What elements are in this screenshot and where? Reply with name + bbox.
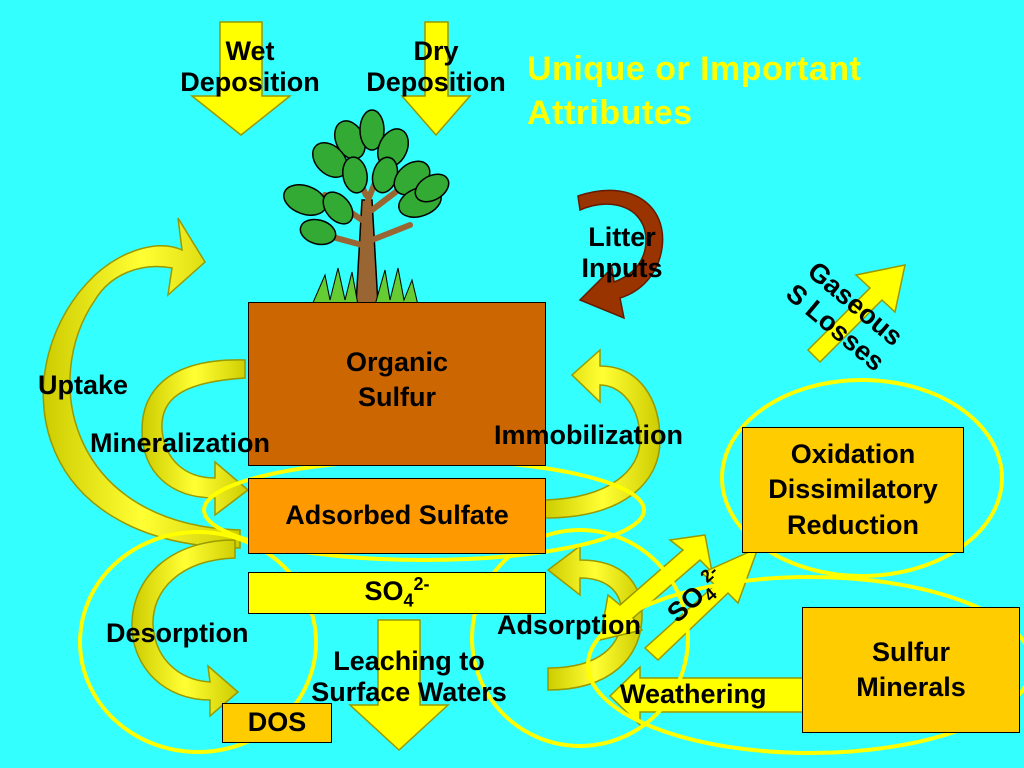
leaching-arrow: [348, 619, 450, 752]
litter-inputs-arrow: [577, 189, 664, 320]
mineralization-arrow: [141, 359, 250, 517]
uptake-label: Uptake: [38, 370, 129, 400]
sulfur-minerals-box: Sulfur Minerals: [802, 607, 1020, 733]
gaseous-losses-arrow: [806, 264, 906, 364]
desorption-arrow: [131, 539, 240, 718]
dry-deposition-arrow: [400, 21, 472, 137]
tree-icon: [283, 109, 450, 306]
slide-title-line2: Attributes: [527, 93, 693, 132]
immobilization-arrow: [544, 348, 661, 519]
organic-sulfur-box: Organic Sulfur: [248, 302, 546, 466]
leaching-label: Leaching to Surface Waters: [311, 646, 507, 708]
weathering-highlight-ring: [586, 575, 1024, 755]
desorption-highlight-ring: [78, 530, 318, 754]
immobilization-label: Immobilization: [494, 420, 683, 450]
dos-box: DOS: [222, 703, 332, 743]
uptake-arrow: [42, 217, 241, 549]
mineralization-label: Mineralization: [90, 428, 271, 458]
slide-title-line1: Unique or Important: [527, 50, 862, 88]
slide-title: Unique or Important Attributes: [527, 48, 861, 135]
so4-solution-box: SO42-: [248, 572, 546, 614]
so4-formula: SO42-: [364, 574, 430, 611]
desorption-label: Desorption: [106, 618, 249, 648]
weathering-label: Weathering: [620, 679, 767, 709]
wet-deposition-label: Wet Deposition: [180, 36, 320, 98]
adsorption-label: Adsorption: [497, 610, 641, 640]
wet-deposition-arrow: [189, 21, 293, 136]
oxidation-reduction-box: Oxidation Dissimilatory Reduction: [742, 427, 964, 553]
adsorption-highlight-ring: [470, 528, 690, 748]
litter-inputs-label: Litter Inputs: [581, 222, 663, 284]
adsorbed-sulfate-box: Adsorbed Sulfate: [248, 478, 546, 554]
dry-deposition-label: Dry Deposition: [366, 36, 506, 98]
oxidation-highlight-ring: [720, 378, 1004, 578]
